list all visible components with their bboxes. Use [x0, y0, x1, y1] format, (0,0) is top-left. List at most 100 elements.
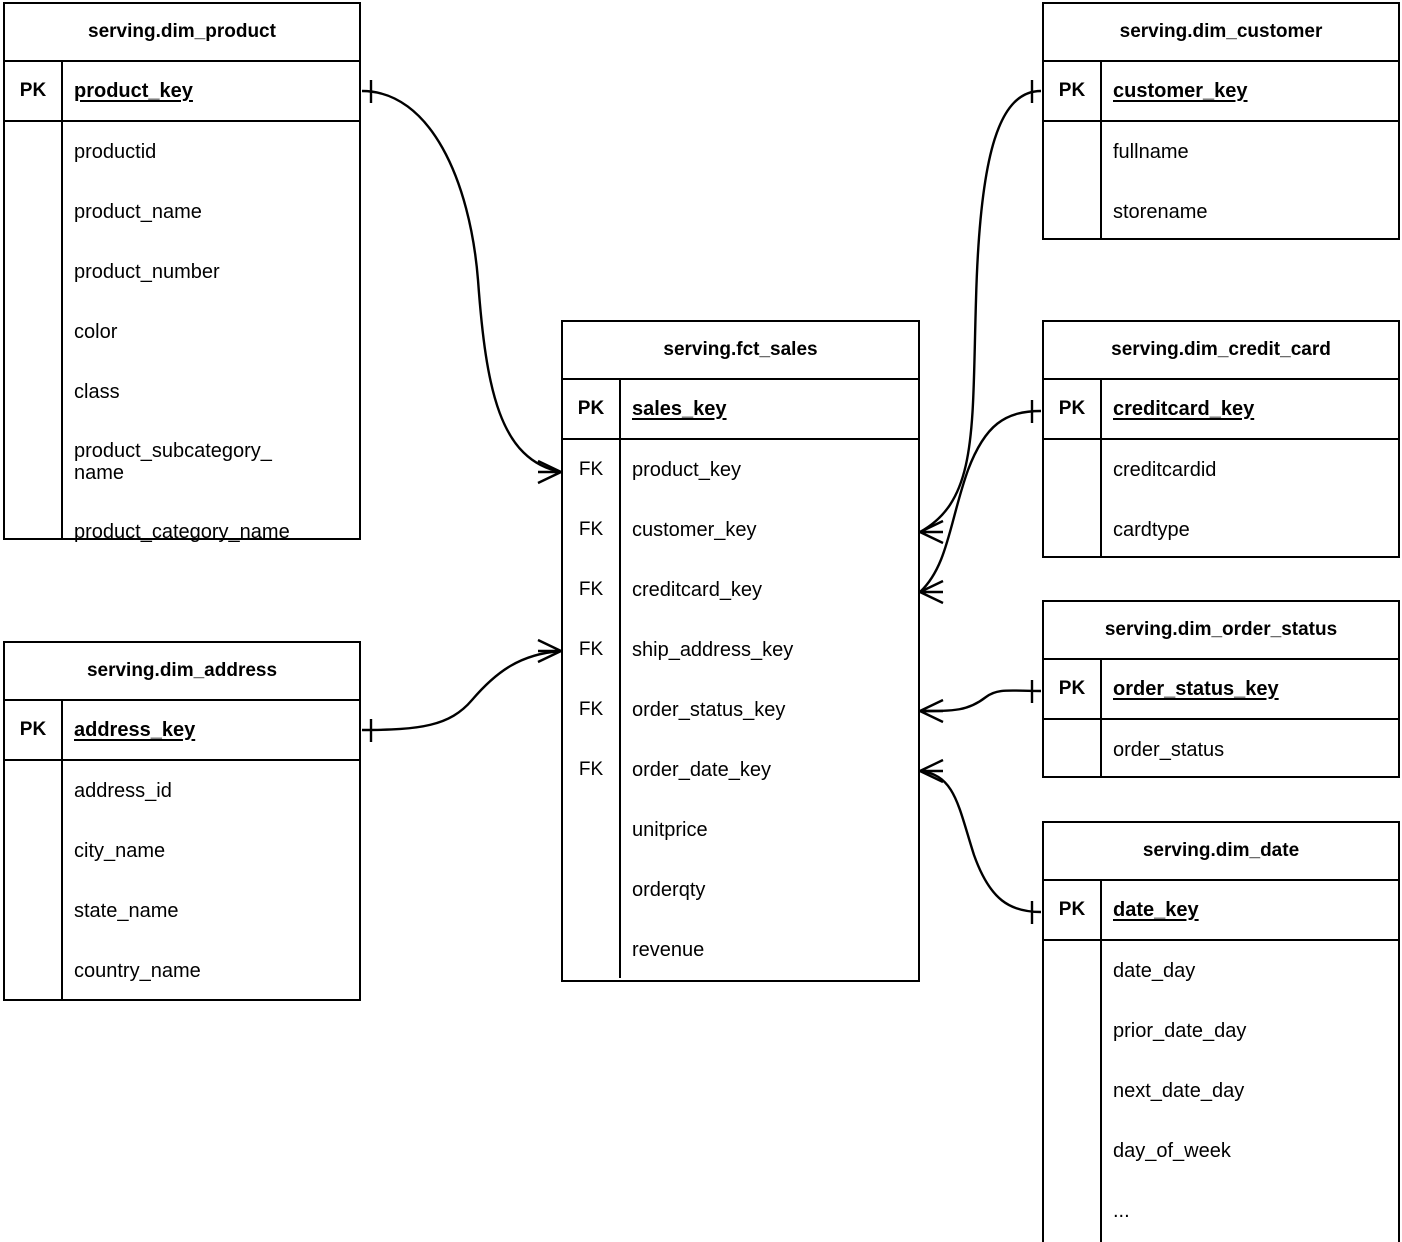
attribute-row: next_date_day: [1113, 1079, 1245, 1102]
fk-badge: FK: [563, 440, 621, 500]
relationship-address-to-sales: [361, 638, 562, 742]
relationship-line: [361, 649, 562, 732]
attribute-row: state_name: [74, 899, 179, 922]
entity-dim-product[interactable]: serving.dim_product PK product_key produ…: [3, 2, 361, 543]
attribute-list: creditcardid cardtype: [1102, 440, 1398, 558]
pk-field-customer-key: customer_key: [1113, 79, 1248, 102]
attribute-block-dim-address: address_id city_name state_name country_…: [5, 761, 359, 1001]
pk-field-order-status-key: order_status_key: [1113, 677, 1279, 700]
entity-dim-customer[interactable]: serving.dim_customer PK customer_key ful…: [1042, 2, 1400, 240]
entity-fct-sales[interactable]: serving.fct_sales PK sales_key FK FK FK …: [561, 320, 920, 982]
pk-field-date-key: date_key: [1113, 898, 1199, 921]
attribute-row: order_status: [1113, 738, 1225, 761]
attribute-list: date_day prior_date_day next_date_day da…: [1102, 941, 1398, 1242]
pk-row-dim-credit-card: PK creditcard_key: [1044, 380, 1398, 440]
crowsfoot-many-marker: [537, 459, 562, 485]
pk-row-fct-sales: PK sales_key: [563, 380, 918, 440]
entity-title-dim-order-status: serving.dim_order_status: [1044, 602, 1398, 660]
relationship-line: [919, 409, 1042, 593]
relationship-date-to-sales: [919, 758, 1042, 924]
attribute-list: productid product_name product_number co…: [63, 122, 359, 543]
attribute-block-dim-customer: fullname storename: [1044, 122, 1398, 240]
attribute-row: product_name: [74, 200, 202, 223]
pk-badge: PK: [5, 701, 63, 759]
pk-badge: PK: [1044, 881, 1102, 939]
attribute-row: date_day: [1113, 959, 1196, 982]
measure-key-gutter: [563, 800, 621, 978]
entity-title-fct-sales: serving.fct_sales: [563, 322, 918, 380]
pk-row-dim-customer: PK customer_key: [1044, 62, 1398, 122]
attribute-row: creditcardid: [1113, 458, 1217, 481]
pk-badge: PK: [5, 62, 63, 120]
attribute-block-dim-credit-card: creditcardid cardtype: [1044, 440, 1398, 558]
attribute-row: fullname: [1113, 140, 1189, 163]
attr-key-gutter: [5, 122, 63, 540]
fk-badge: FK: [563, 560, 621, 620]
attribute-row: product_category_name: [74, 520, 290, 543]
fk-field-order-date-key: order_date_key: [632, 758, 771, 781]
attribute-block-fct-sales: FK FK FK FK FK FK product_key customer_k…: [563, 440, 918, 978]
attribute-row: class: [74, 380, 120, 403]
fk-badge: FK: [563, 500, 621, 560]
pk-badge: PK: [1044, 660, 1102, 718]
pk-badge: PK: [1044, 380, 1102, 438]
pk-field-sales-key: sales_key: [632, 397, 727, 420]
fk-field-order-status-key: order_status_key: [632, 698, 786, 721]
fk-field-creditcard-key: creditcard_key: [632, 578, 763, 601]
pk-badge: PK: [563, 380, 621, 438]
entity-title-dim-address: serving.dim_address: [5, 643, 359, 701]
relationship-creditcard-to-sales: [919, 400, 1042, 605]
entity-title-dim-product: serving.dim_product: [5, 4, 359, 62]
crowsfoot-many-marker: [919, 519, 944, 545]
fk-badge: FK: [563, 680, 621, 740]
attribute-block-dim-order-status: order_status: [1044, 720, 1398, 778]
relationship-line: [361, 89, 562, 474]
fk-gutter: FK FK FK FK FK FK: [563, 440, 621, 978]
entity-title-dim-customer: serving.dim_customer: [1044, 4, 1398, 62]
entity-dim-credit-card[interactable]: serving.dim_credit_card PK creditcard_ke…: [1042, 320, 1400, 558]
fk-field-product-key: product_key: [632, 458, 741, 481]
entity-title-dim-date: serving.dim_date: [1044, 823, 1398, 881]
attribute-row: prior_date_day: [1113, 1019, 1247, 1042]
attr-key-gutter: [5, 761, 63, 1001]
attribute-row: day_of_week: [1113, 1139, 1231, 1162]
crowsfoot-many-marker: [919, 698, 944, 724]
pk-row-dim-product: PK product_key: [5, 62, 359, 122]
fk-and-measure-list: product_key customer_key creditcard_key …: [621, 440, 918, 978]
fk-field-ship-address-key: ship_address_key: [632, 638, 794, 661]
measure-row: revenue: [632, 938, 705, 961]
fk-badge: FK: [563, 620, 621, 680]
pk-badge: PK: [1044, 62, 1102, 120]
entity-title-dim-credit-card: serving.dim_credit_card: [1044, 322, 1398, 380]
attr-key-gutter: [1044, 122, 1102, 240]
measure-row: orderqty: [632, 878, 706, 901]
attr-key-gutter: [1044, 941, 1102, 1242]
crowsfoot-many-marker: [919, 579, 944, 605]
attribute-row: storename: [1113, 200, 1208, 223]
attr-key-gutter: [1044, 440, 1102, 558]
attribute-row: product_subcategory_ name: [74, 439, 272, 484]
pk-row-dim-order-status: PK order_status_key: [1044, 660, 1398, 720]
crowsfoot-many-marker: [537, 638, 562, 664]
pk-row-dim-date: PK date_key: [1044, 881, 1398, 941]
attribute-block-dim-date: date_day prior_date_day next_date_day da…: [1044, 941, 1398, 1242]
pk-field-creditcard-key: creditcard_key: [1113, 397, 1255, 420]
measure-row: unitprice: [632, 818, 708, 841]
fk-field-customer-key: customer_key: [632, 518, 757, 541]
attribute-row: address_id: [74, 779, 172, 802]
attribute-row: product_number: [74, 260, 220, 283]
entity-dim-address[interactable]: serving.dim_address PK address_key addre…: [3, 641, 361, 1001]
entity-dim-order-status[interactable]: serving.dim_order_status PK order_status…: [1042, 600, 1400, 778]
relationship-line: [919, 689, 1042, 713]
attribute-block-dim-product: productid product_name product_number co…: [5, 122, 359, 543]
attribute-row: productid: [74, 140, 157, 163]
attribute-row: cardtype: [1113, 518, 1190, 541]
entity-dim-date[interactable]: serving.dim_date PK date_key date_day pr…: [1042, 821, 1400, 1242]
attribute-row: city_name: [74, 839, 166, 862]
pk-field-product-key: product_key: [74, 79, 193, 102]
attribute-row: country_name: [74, 959, 201, 982]
attribute-list: order_status: [1102, 720, 1398, 778]
attribute-row: color: [74, 320, 118, 343]
crowsfoot-many-marker: [919, 758, 944, 784]
